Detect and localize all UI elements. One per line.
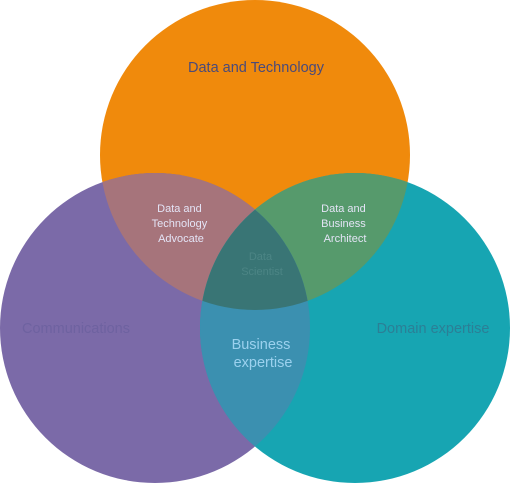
label-business-expertise: Business expertise [232,337,295,371]
label-line: Data and [157,203,202,215]
label-domain-expertise: Domain expertise [377,321,490,337]
label-line: Advocate [158,233,204,245]
label-line: Business [232,337,291,353]
label-line: expertise [234,355,293,371]
label-data-scientist: Data Scientist [241,251,283,278]
label-line: Data [249,251,273,263]
label-line: Data and [321,203,366,215]
label-communications: Communications [22,321,130,337]
label-line: Architect [324,233,367,245]
label-data-and-technology: Data and Technology [188,60,325,76]
overlap-center [200,173,310,310]
label-line: Business [321,218,366,230]
label-data-and-business-architect: Data and Business Architect [321,203,369,245]
label-line: Scientist [241,266,283,278]
label-line: Technology [152,218,208,230]
label-data-and-technology-advocate: Data and Technology Advocate [152,203,211,245]
